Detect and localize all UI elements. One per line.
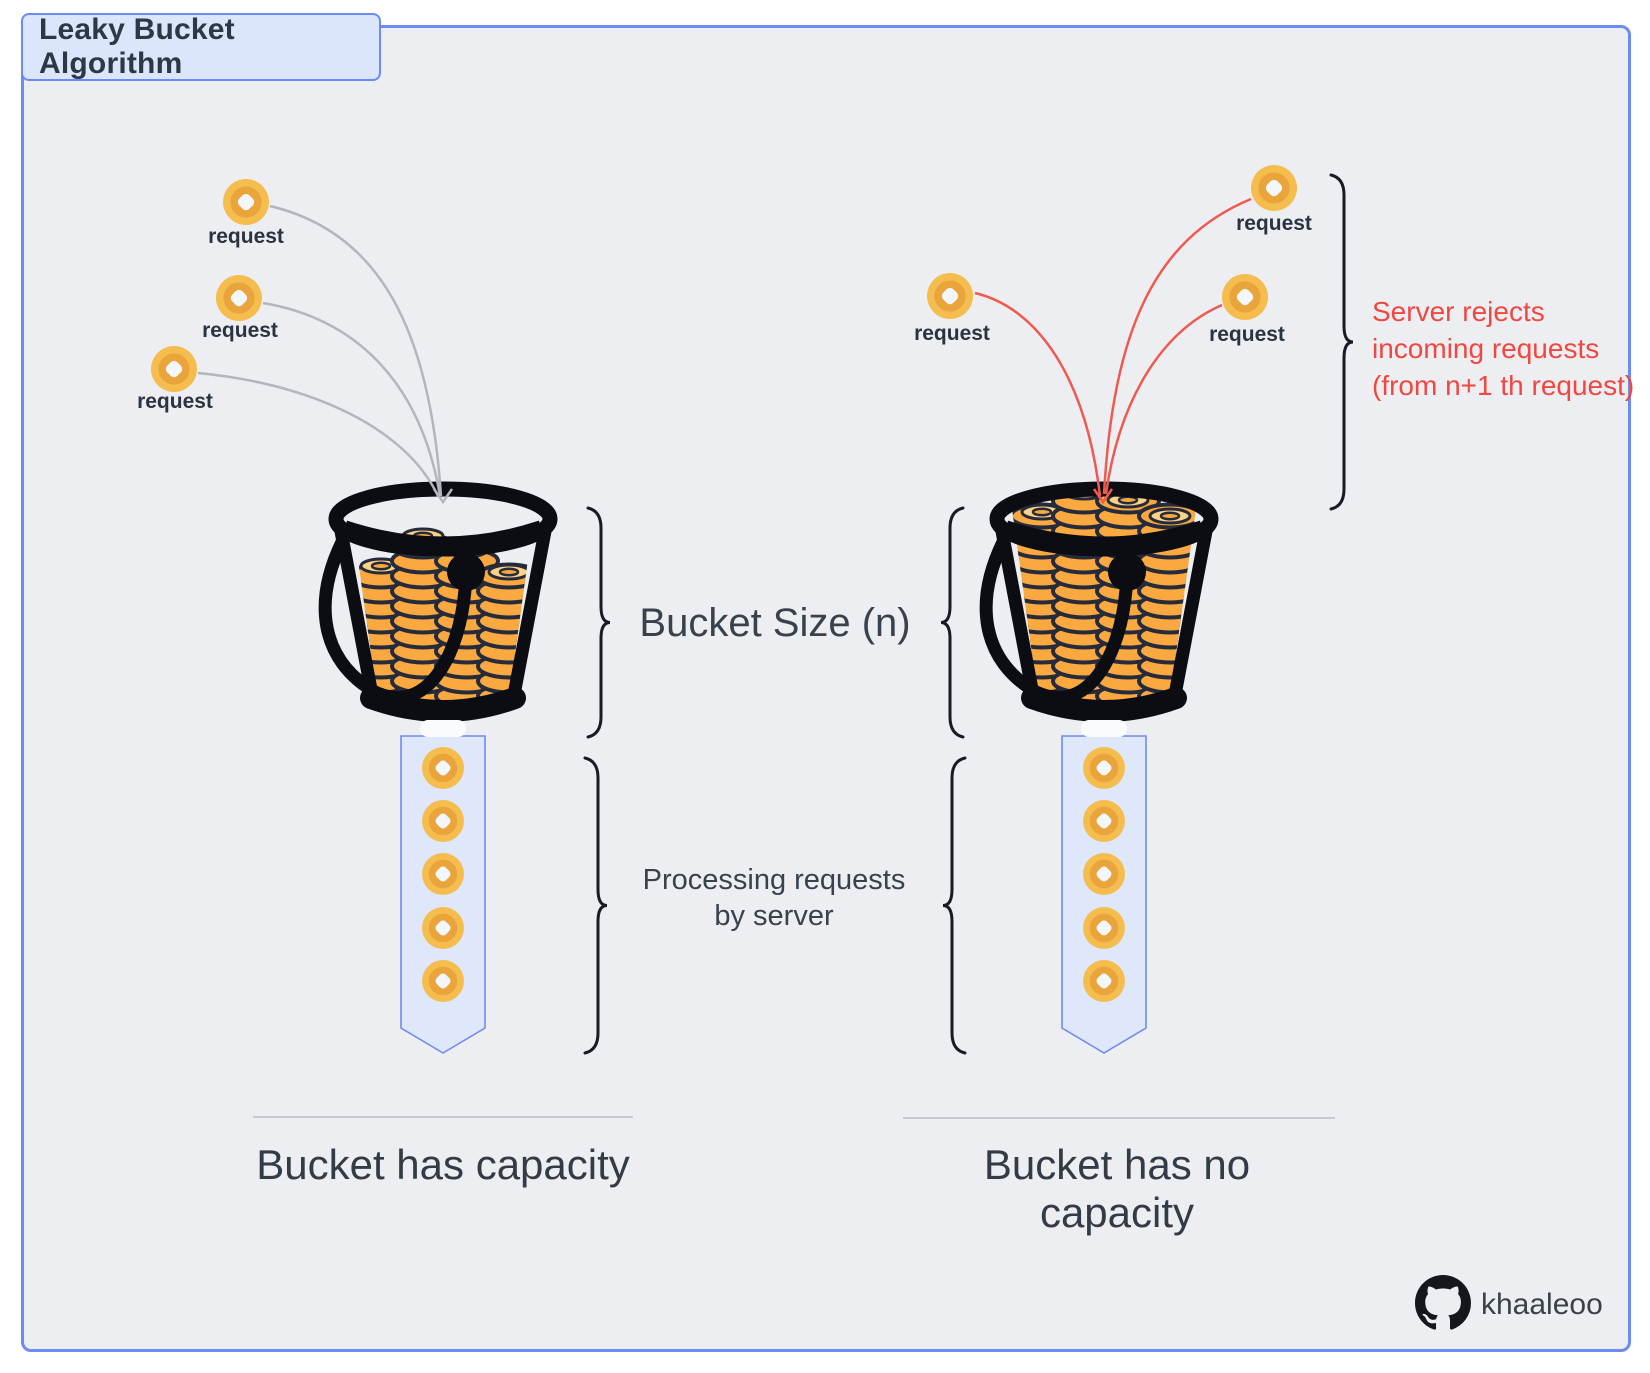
title-box: Leaky Bucket Algorithm — [21, 13, 381, 81]
request-coin-icon — [927, 273, 973, 319]
drip-coin-icon — [422, 747, 464, 789]
right-reject-arrows — [974, 197, 1252, 505]
left-divider — [253, 1116, 633, 1118]
drip-coin-icon — [1083, 907, 1125, 949]
right-bucket-illustration — [979, 481, 1219, 737]
drip-coin-icon — [422, 960, 464, 1002]
drip-coin-icon — [1083, 747, 1125, 789]
drip-coin-icon — [1083, 960, 1125, 1002]
request-label: request — [1209, 323, 1285, 346]
drip-coin-icon — [422, 853, 464, 895]
left-bucket-illustration — [318, 481, 558, 737]
request-label: request — [202, 319, 278, 342]
footer-author: khaaleoo — [1481, 1288, 1603, 1321]
right-processing-brace — [942, 756, 967, 1055]
reject-note-brace — [1329, 173, 1354, 511]
request-coin-icon — [151, 346, 197, 392]
left-processing-brace — [583, 756, 608, 1055]
left-request-arrows — [197, 204, 454, 505]
left-bucket-size-brace — [586, 506, 611, 739]
left-caption: Bucket has capacity — [256, 1141, 630, 1188]
drip-coin-icon — [422, 800, 464, 842]
processing-label: Processing requests by server — [624, 862, 924, 934]
drip-coin-icon — [1083, 800, 1125, 842]
request-coin-icon — [223, 179, 269, 225]
processing-label-line2: by server — [714, 900, 834, 932]
processing-label-line1: Processing requests — [642, 864, 906, 896]
right-divider — [903, 1117, 1335, 1119]
reject-note-line1: Server rejects — [1372, 296, 1545, 327]
right-bucket-size-brace — [940, 506, 965, 739]
page-title: Leaky Bucket Algorithm — [39, 13, 235, 80]
request-coin-icon — [1222, 274, 1268, 320]
request-coin-icon — [1251, 165, 1297, 211]
right-caption: Bucket has no capacity — [983, 1141, 1251, 1236]
drip-coin-icon — [1083, 853, 1125, 895]
github-logo — [1415, 1275, 1471, 1330]
request-coin-icon — [216, 275, 262, 321]
reject-note-line2: incoming requests — [1372, 333, 1600, 364]
diagram-panel — [21, 25, 1631, 1352]
request-label: request — [208, 225, 284, 248]
drip-coin-icon — [422, 907, 464, 949]
reject-note: Server rejects incoming requests (from n… — [1372, 293, 1642, 404]
right-drip-channel — [1061, 735, 1147, 1054]
down-arrowhead-icon — [1092, 488, 1114, 505]
request-label: request — [1236, 212, 1312, 235]
reject-note-line3: (from n+1 th request) — [1372, 370, 1635, 401]
bucket-size-label: Bucket Size (n) — [639, 601, 911, 645]
request-label: request — [914, 322, 990, 345]
left-drip-channel — [400, 735, 486, 1054]
request-label: request — [137, 390, 213, 413]
down-arrowhead-icon — [432, 488, 454, 505]
